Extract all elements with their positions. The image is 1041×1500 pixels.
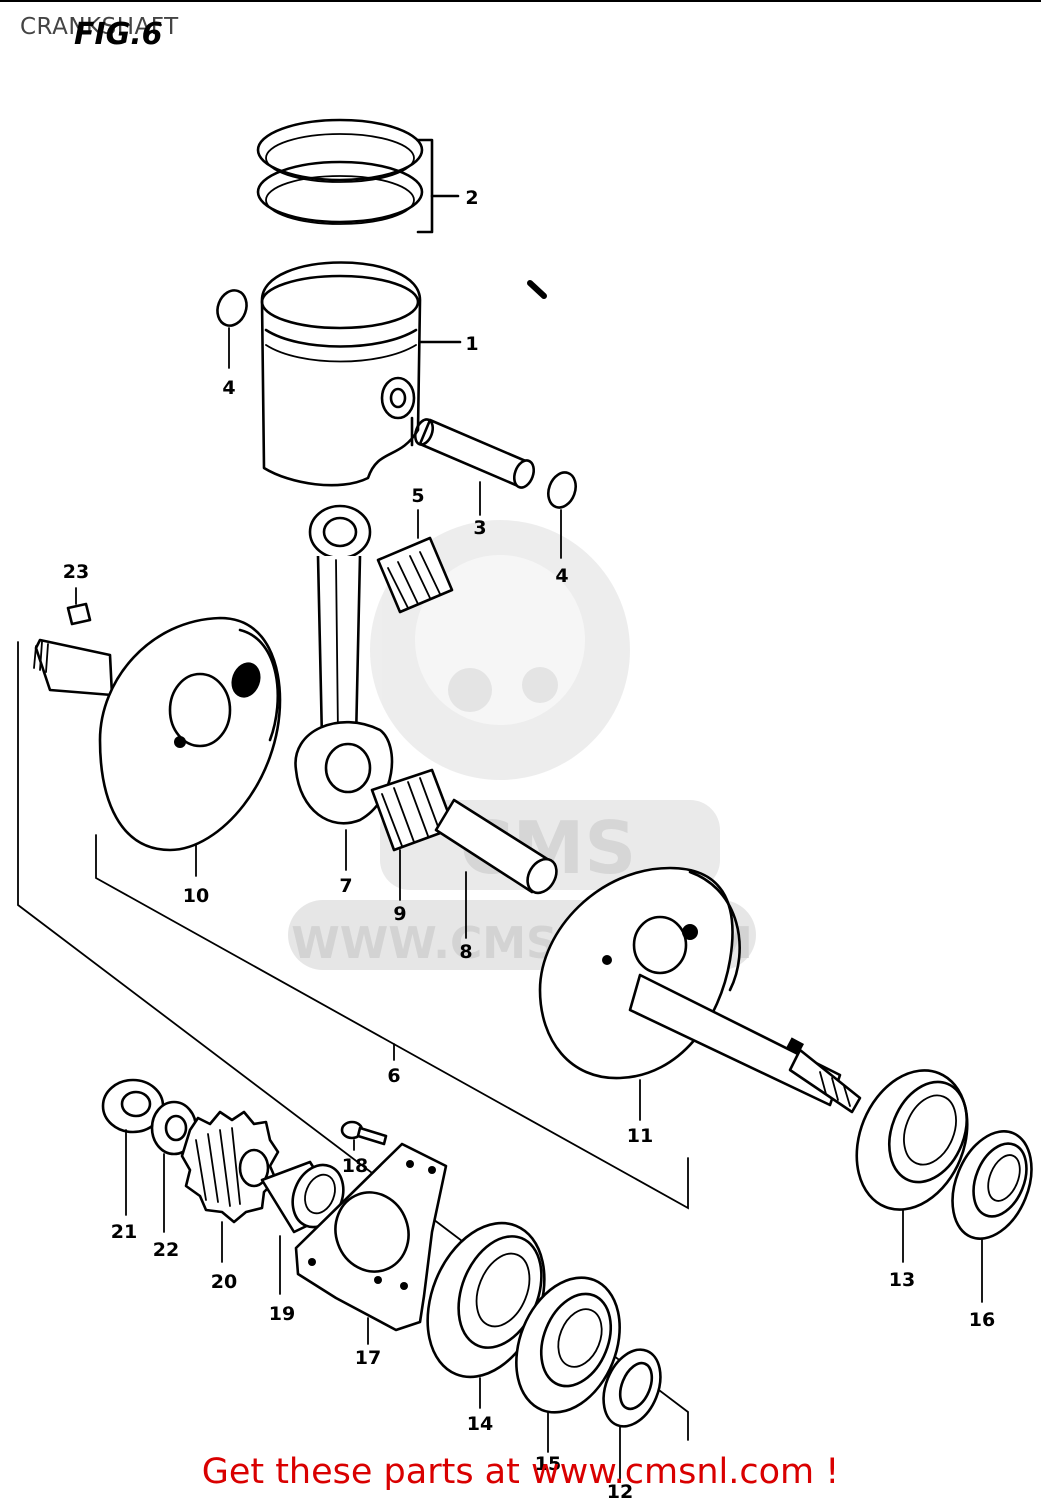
part-label-14: 14 xyxy=(467,1413,493,1435)
part-label-22: 22 xyxy=(153,1239,179,1261)
part-labels: 2 1 4 3 5 4 23 10 7 9 8 6 11 18 21 22 20… xyxy=(63,187,995,1500)
primary-gear xyxy=(180,1110,280,1263)
piston xyxy=(260,261,462,487)
spacer xyxy=(260,1160,345,1295)
bolt xyxy=(340,1120,388,1151)
part-label-20: 20 xyxy=(211,1271,237,1293)
page-title: CRANKSHAFT xyxy=(20,14,179,40)
screw-small xyxy=(527,280,547,299)
woodruff-key xyxy=(66,602,92,626)
assembly-brackets xyxy=(17,641,689,1441)
oil-seal-left xyxy=(515,1276,621,1453)
piston-pin xyxy=(413,418,536,516)
retainer-plate xyxy=(294,1142,448,1345)
collar-small xyxy=(602,1348,662,1483)
part-label-1: 1 xyxy=(465,333,478,355)
part-label-6: 6 xyxy=(387,1065,400,1087)
connecting-rod xyxy=(294,504,394,871)
part-label-4b: 4 xyxy=(555,565,568,587)
small-end-bearing xyxy=(376,509,454,614)
part-label-18: 18 xyxy=(342,1155,368,1177)
crank-half-left xyxy=(33,616,282,877)
part-label-11: 11 xyxy=(627,1125,653,1147)
part-label-17: 17 xyxy=(355,1347,381,1369)
piston-rings xyxy=(256,118,460,234)
part-label-21: 21 xyxy=(111,1221,137,1243)
oil-seal-right xyxy=(951,1130,1033,1303)
part-label-8: 8 xyxy=(459,941,472,963)
part-label-16: 16 xyxy=(969,1309,995,1331)
top-rule xyxy=(0,0,1041,2)
part-label-5: 5 xyxy=(411,485,424,507)
footer-cta-link[interactable]: Get these parts at www.cmsnl.com ! xyxy=(201,1452,840,1492)
crank-half-right xyxy=(538,866,862,1121)
part-label-2: 2 xyxy=(465,187,478,209)
part-label-4a: 4 xyxy=(222,377,235,399)
nut xyxy=(101,1078,165,1216)
bearing-right xyxy=(855,1069,969,1263)
circlip-left xyxy=(216,289,248,369)
part-label-7: 7 xyxy=(339,875,352,897)
crank-pin xyxy=(434,798,558,939)
part-label-3: 3 xyxy=(473,517,486,539)
part-label-10: 10 xyxy=(183,885,209,907)
part-label-23: 23 xyxy=(63,561,89,583)
circlip-right xyxy=(547,471,577,559)
cms-watermark-logo: CMS WWW.CMSNL.COM xyxy=(288,520,756,970)
part-label-19: 19 xyxy=(269,1303,295,1325)
figure-label: FIG.6 xyxy=(74,17,163,52)
part-label-9: 9 xyxy=(393,903,406,925)
part-label-12: 12 xyxy=(607,1481,633,1500)
part-label-15: 15 xyxy=(535,1453,561,1475)
part-label-13: 13 xyxy=(889,1269,915,1291)
